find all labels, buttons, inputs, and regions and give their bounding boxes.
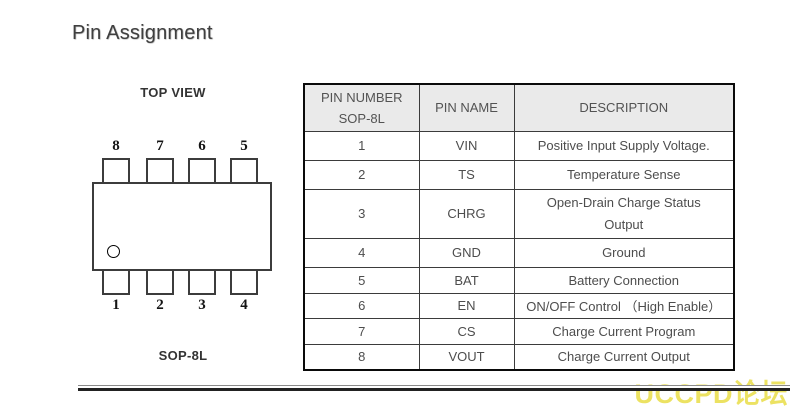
table-row: 3 CHRG Open-Drain Charge Status Output	[303, 188, 735, 239]
pin-number-cell: 8	[303, 343, 420, 371]
description-cell: Charge Current Output	[513, 343, 735, 371]
table-row: 2 TS Temperature Sense	[303, 159, 735, 190]
table-row: 7 CS Charge Current Program	[303, 317, 735, 345]
pin-number-label: 1	[112, 297, 120, 313]
column-header-pin-number: PIN NUMBER SOP-8L	[303, 83, 420, 132]
pin-number-label: 8	[112, 138, 120, 154]
pin-number-cell: 1	[303, 130, 420, 161]
top-view-label: TOP VIEW	[140, 85, 206, 100]
pin-name-cell: TS	[418, 159, 515, 190]
pin-name-cell: BAT	[418, 266, 515, 294]
pin-name-cell: VOUT	[418, 343, 515, 371]
pin-number-cell: 5	[303, 266, 420, 294]
table-row: 5 BAT Battery Connection	[303, 266, 735, 294]
pin-number-label: 4	[240, 297, 248, 313]
chip-pin	[230, 269, 258, 295]
pin-number-label: 6	[198, 138, 206, 154]
package-label: SOP-8L	[158, 348, 208, 363]
description-text: Open-Drain Charge Status Output	[546, 194, 701, 232]
bottom-divider	[78, 385, 790, 391]
chip-pin	[102, 269, 130, 295]
table-row: 4 GND Ground	[303, 237, 735, 268]
description-cell: Positive Input Supply Voltage.	[513, 130, 735, 161]
header-line: SOP-8L	[338, 110, 385, 126]
pin-name-cell: CS	[418, 317, 515, 345]
chip-pin	[146, 269, 174, 295]
pin-number-cell: 6	[303, 292, 420, 319]
pin-name-cell: CHRG	[418, 188, 515, 239]
divider-gap	[78, 386, 790, 388]
description-cell: Temperature Sense	[513, 159, 735, 190]
pin-number-cell: 4	[303, 237, 420, 268]
pin-number-cell: 2	[303, 159, 420, 190]
divider-thin-line	[78, 385, 790, 386]
description-cell: Open-Drain Charge Status Output	[513, 188, 735, 239]
chip-body	[92, 182, 272, 271]
column-header-description: DESCRIPTION	[513, 83, 735, 132]
chip-pin	[230, 158, 258, 184]
table-row: 6 EN ON/OFF Control （High Enable）	[303, 292, 735, 319]
pin-number-label: 3	[198, 297, 206, 313]
header-line: PIN NUMBER	[320, 89, 403, 105]
pin-number-label: 5	[240, 138, 248, 154]
pin-name-cell: GND	[418, 237, 515, 268]
pin-number-label: 2	[156, 297, 164, 313]
chip-pin	[102, 158, 130, 184]
pin-number-cell: 3	[303, 188, 420, 239]
pin1-indicator-dot	[107, 245, 120, 258]
pin-number-label: 7	[156, 138, 164, 154]
description-cell: ON/OFF Control （High Enable）	[513, 292, 735, 319]
description-cell: Ground	[513, 237, 735, 268]
pin-name-cell: VIN	[418, 130, 515, 161]
table-row: 1 VIN Positive Input Supply Voltage.	[303, 130, 735, 161]
table-row: 8 VOUT Charge Current Output	[303, 343, 735, 371]
column-header-pin-name: PIN NAME	[418, 83, 515, 132]
divider-thick-line	[78, 388, 790, 391]
pin-assignment-table: PIN NUMBER SOP-8L PIN NAME DESCRIPTION 1…	[303, 83, 735, 371]
description-cell: Battery Connection	[513, 266, 735, 294]
pin-name-cell: EN	[418, 292, 515, 319]
chip-pin	[188, 158, 216, 184]
description-cell: Charge Current Program	[513, 317, 735, 345]
pin-number-cell: 7	[303, 317, 420, 345]
watermark: UCCPD论坛	[634, 379, 788, 407]
page-title: Pin Assignment	[72, 22, 213, 44]
chip-pin	[146, 158, 174, 184]
chip-pin	[188, 269, 216, 295]
